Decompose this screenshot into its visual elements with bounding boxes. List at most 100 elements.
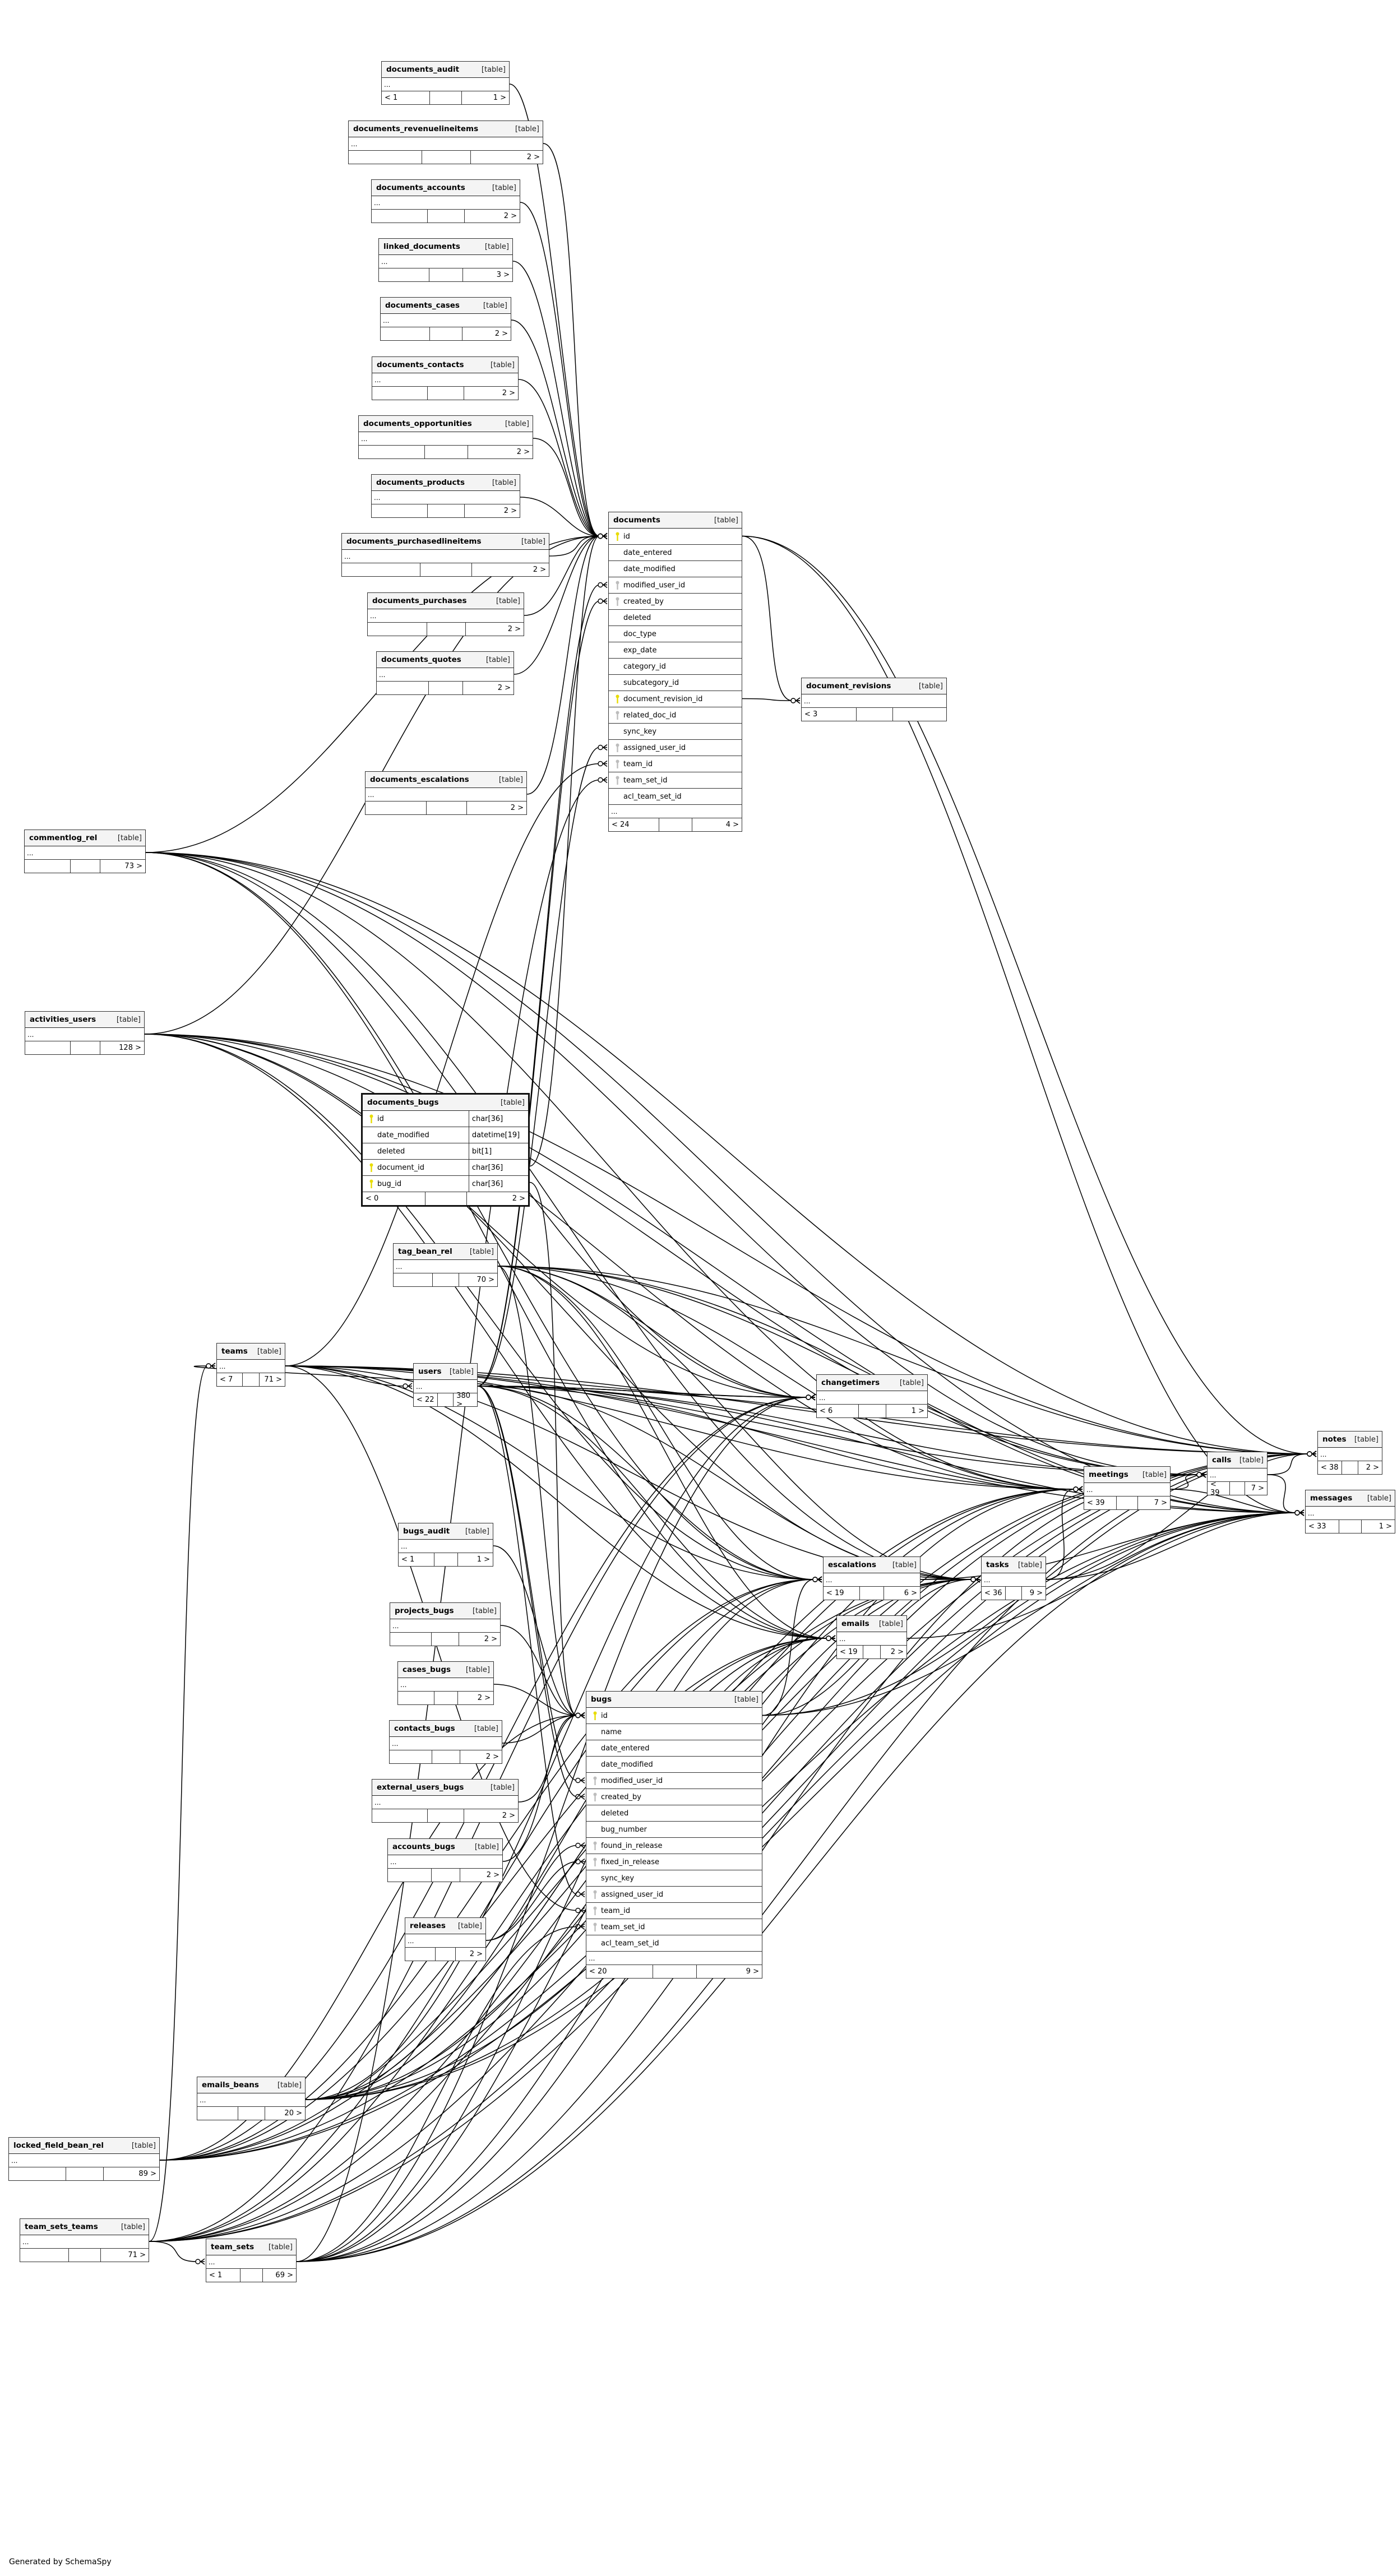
parents-count-link[interactable]: < 1 — [399, 1553, 434, 1566]
table-name[interactable]: activities_users — [30, 1015, 96, 1024]
parents-count-link[interactable] — [398, 1692, 434, 1704]
children-count-link[interactable]: 2 > — [486, 1871, 499, 1879]
column-row[interactable]: acl_team_set_id — [609, 789, 742, 805]
table-header[interactable]: users[table] — [414, 1364, 477, 1380]
column-row[interactable]: modified_user_id — [609, 577, 742, 594]
table-name[interactable]: documents_escalations — [370, 775, 469, 784]
more-columns-row[interactable]: ... — [609, 805, 742, 818]
parents-count-link[interactable] — [25, 860, 71, 873]
table-header[interactable]: documents_cases[table] — [381, 298, 511, 314]
table-header[interactable]: document_revisions[table] — [802, 678, 946, 694]
table-documents-purchasedlineitems[interactable]: documents_purchasedlineitems[table]...2 … — [341, 533, 549, 577]
parents-count-link[interactable] — [9, 2167, 66, 2180]
column-row[interactable]: sync_key — [586, 1870, 762, 1887]
table-name[interactable]: documents_contacts — [377, 360, 464, 369]
table-name[interactable]: emails_beans — [202, 2081, 259, 2089]
table-header[interactable]: team_sets_teams[table] — [20, 2219, 149, 2235]
table-header[interactable]: locked_field_bean_rel[table] — [9, 2138, 159, 2154]
table-header[interactable]: teams[table] — [217, 1343, 285, 1360]
children-count-link[interactable]: 2 > — [469, 1950, 483, 1958]
table-name[interactable]: messages — [1310, 1494, 1353, 1503]
parents-count-link[interactable]: < 1 — [206, 2269, 240, 2282]
column-row[interactable]: category_id — [609, 659, 742, 675]
parents-count-link[interactable]: < 7 — [217, 1373, 243, 1386]
table-cases-bugs[interactable]: cases_bugs[table]...2 > — [397, 1661, 494, 1705]
table-documents-products[interactable]: documents_products[table]...2 > — [371, 474, 520, 518]
column-row[interactable]: sync_key — [609, 724, 742, 740]
table-name[interactable]: changetimers — [821, 1378, 880, 1387]
column-row[interactable]: document_revision_id — [609, 691, 742, 707]
column-row[interactable]: assigned_user_id — [586, 1887, 762, 1903]
table-header[interactable]: contacts_bugs[table] — [390, 1721, 502, 1737]
more-columns-row[interactable]: ... — [1306, 1507, 1395, 1520]
more-columns-row[interactable]: ... — [377, 668, 514, 682]
table-header[interactable]: team_sets[table] — [206, 2239, 296, 2255]
more-columns-row[interactable]: ... — [824, 1573, 920, 1587]
table-name[interactable]: team_sets_teams — [25, 2222, 98, 2231]
more-columns-row[interactable]: ... — [390, 1619, 500, 1633]
children-count-link[interactable]: 2 > — [1366, 1463, 1379, 1472]
more-columns-row[interactable]: ... — [372, 1796, 518, 1809]
parents-count-link[interactable] — [342, 563, 421, 576]
children-count-link[interactable]: 1 > — [493, 94, 506, 102]
parents-count-link[interactable]: < 3 — [802, 708, 857, 721]
children-count-link[interactable]: 7 > — [1154, 1499, 1167, 1507]
parents-count-link[interactable]: < 33 — [1306, 1520, 1340, 1533]
more-columns-row[interactable]: ... — [368, 609, 524, 623]
children-count-link[interactable]: 70 > — [477, 1276, 494, 1284]
parents-count-link[interactable]: < 39 — [1208, 1480, 1231, 1497]
parents-count-link[interactable] — [20, 2249, 70, 2262]
table-documents-purchases[interactable]: documents_purchases[table]...2 > — [367, 592, 524, 636]
table-header[interactable]: releases[table] — [405, 1918, 485, 1934]
children-count-link[interactable]: 71 > — [128, 2251, 146, 2259]
table-commentlog-rel[interactable]: commentlog_rel[table]...73 > — [24, 830, 146, 873]
children-count-link[interactable]: 1 > — [1379, 1522, 1392, 1531]
children-count-link[interactable]: 2 > — [485, 1753, 499, 1761]
children-count-link[interactable]: 2 > — [484, 1635, 497, 1643]
table-header[interactable]: emails[table] — [837, 1616, 906, 1632]
children-count-link[interactable]: 1 > — [477, 1555, 490, 1564]
parents-count-link[interactable]: < 1 — [382, 91, 431, 104]
table-header[interactable]: bugs[table] — [586, 1692, 762, 1708]
more-columns-row[interactable]: ... — [372, 491, 520, 504]
more-columns-row[interactable]: ... — [382, 78, 509, 91]
table-tag-bean-rel[interactable]: tag_bean_rel[table]...70 > — [393, 1243, 498, 1287]
children-count-link[interactable]: 69 > — [275, 2271, 293, 2280]
table-name[interactable]: documents_opportunities — [363, 419, 472, 428]
table-header[interactable]: linked_documents[table] — [379, 239, 512, 255]
table-header[interactable]: changetimers[table] — [817, 1375, 927, 1391]
more-columns-row[interactable]: ... — [414, 1380, 477, 1393]
children-count-link[interactable]: 2 > — [516, 448, 530, 456]
more-columns-row[interactable]: ... — [342, 550, 549, 563]
table-linked-documents[interactable]: linked_documents[table]...3 > — [378, 238, 513, 282]
parents-count-link[interactable] — [359, 446, 425, 458]
table-header[interactable]: documents_contacts[table] — [372, 357, 518, 373]
table-documents-escalations[interactable]: documents_escalations[table]...2 > — [365, 771, 527, 815]
parents-count-link[interactable]: < 19 — [824, 1587, 861, 1600]
column-row[interactable]: id — [609, 529, 742, 545]
more-columns-row[interactable]: ... — [359, 432, 533, 446]
column-row[interactable]: date_modified — [586, 1757, 762, 1773]
parents-count-link[interactable]: < 24 — [609, 818, 660, 831]
table-releases[interactable]: releases[table]...2 > — [405, 1917, 486, 1961]
table-projects-bugs[interactable]: projects_bugs[table]...2 > — [390, 1602, 501, 1646]
table-header[interactable]: documents_accounts[table] — [372, 180, 520, 196]
table-name[interactable]: documents_bugs — [367, 1098, 439, 1107]
column-row[interactable]: name — [586, 1724, 762, 1740]
table-name[interactable]: documents_audit — [386, 65, 460, 74]
table-accounts-bugs[interactable]: accounts_bugs[table]...2 > — [387, 1838, 503, 1882]
table-documents-contacts[interactable]: documents_contacts[table]...2 > — [372, 356, 519, 400]
more-columns-row[interactable]: ... — [1084, 1483, 1170, 1497]
column-row[interactable]: bug_number — [586, 1822, 762, 1838]
more-columns-row[interactable]: ... — [372, 373, 518, 387]
table-header[interactable]: escalations[table] — [824, 1557, 920, 1573]
